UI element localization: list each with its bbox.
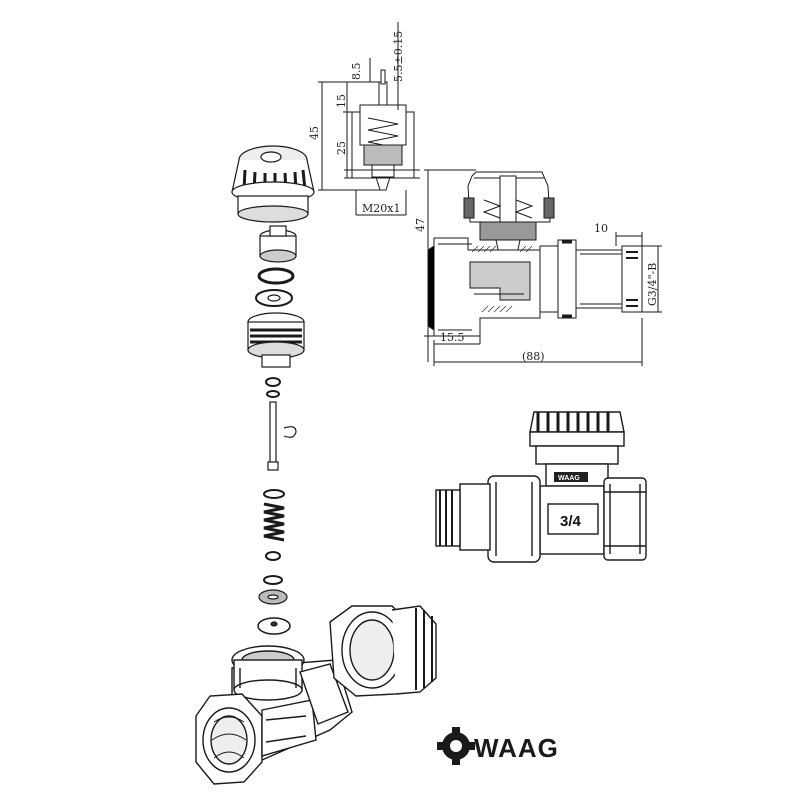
valve-insert-section <box>318 22 420 216</box>
exploded-parts <box>231 145 315 635</box>
dim-pipe-thread: G3/4"-B <box>646 263 659 306</box>
o-ring <box>257 267 295 285</box>
valve-side-view <box>435 411 647 563</box>
protective-cap <box>231 145 315 223</box>
waag-gear-icon <box>437 727 475 765</box>
dim-stroke: 5.5±0.15 <box>392 31 405 82</box>
valve-cross-section <box>424 169 662 366</box>
waag-stamp: WAAG <box>558 475 580 482</box>
dim-inlet: 15.5 <box>440 331 465 344</box>
brand-logo: WAAG <box>437 727 559 765</box>
gland-body <box>247 312 305 368</box>
top-nut <box>259 225 297 263</box>
dim-width-right: 10 <box>594 222 608 235</box>
valve-pin <box>267 401 297 471</box>
dim-height: 47 <box>414 218 427 232</box>
size-label: 3/4 <box>560 513 582 530</box>
dim-length: (88) <box>522 350 545 363</box>
spring <box>263 502 285 542</box>
valve-body-perspective <box>195 605 437 785</box>
dim-thread: M20x1 <box>362 202 400 215</box>
dim-mid: 15 <box>335 94 348 108</box>
dim-top: 8.5 <box>350 63 363 81</box>
dim-lower: 25 <box>335 141 348 155</box>
dim-total: 45 <box>308 126 321 140</box>
waag-stamp-bg <box>554 472 588 482</box>
brand-name: WAAG <box>474 733 559 763</box>
